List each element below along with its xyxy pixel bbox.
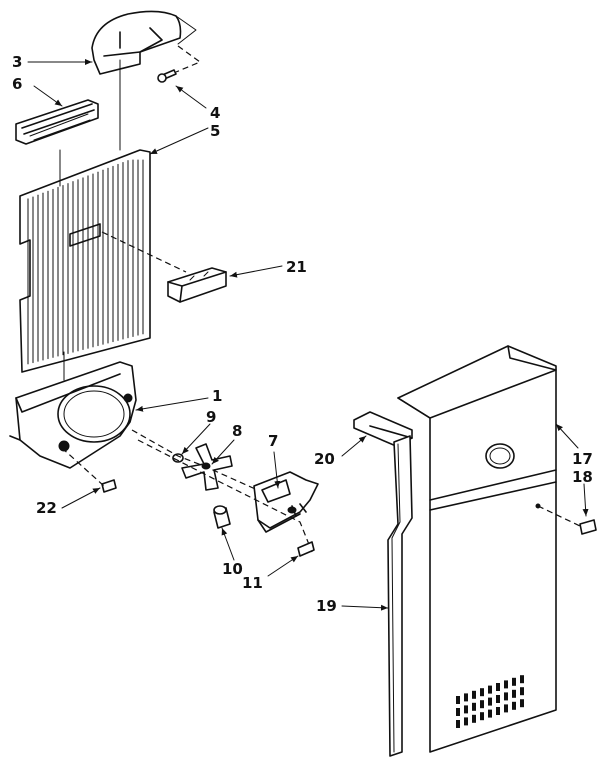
vent-slot [456,696,460,704]
vent-slot [480,712,484,721]
vent-slot [464,717,468,726]
part-20-seal [353,411,413,447]
callout-4: 4 [210,104,220,122]
part-22-screw [101,479,117,493]
vent-slot [496,683,500,691]
part-21-bracket [167,267,227,303]
vent-slot [520,699,524,708]
vent-slot [512,689,516,698]
leader-lines [27,59,589,611]
part-19-side-channel [387,435,413,757]
part-6-air-deflector [15,99,99,145]
callout-8: 8 [232,422,242,440]
vent-slot [456,720,460,728]
callout-6: 6 [12,75,22,93]
vent-slot [464,693,468,702]
callout-22: 22 [36,499,57,517]
vent-slot [488,697,492,706]
vent-slot [504,692,508,701]
vent-slot [520,687,524,696]
vent-slot [472,702,476,711]
callout-3: 3 [12,53,22,71]
part-4-screw [157,69,177,83]
callout-9: 9 [206,408,216,426]
part-10-grommet [213,505,231,529]
vent-slot [504,704,508,713]
part-7-fan-motor [253,471,319,533]
callout-20: 20 [314,450,335,468]
callout-1: 1 [212,387,222,405]
callout-7: 7 [268,432,278,450]
vent-slot [512,677,516,686]
callout-19: 19 [316,597,337,615]
part-5-evaporator-cover [19,149,151,373]
vent-slot [480,700,484,709]
vent-slot [504,680,508,689]
callout-21: 21 [286,258,307,276]
part-11-screw [297,541,315,557]
callout-17: 17 [572,450,593,468]
callout-18: 18 [572,468,593,486]
vent-slot [472,690,476,699]
vent-slot [464,705,468,714]
panel-vents [456,675,524,728]
panel-ribs [27,159,144,365]
callout-5: 5 [210,122,220,140]
vent-slot [472,714,476,723]
vent-slot [496,707,500,715]
vent-slot [488,709,492,718]
callout-10: 10 [222,560,243,578]
part-18-screw [579,519,597,535]
vent-slot [512,701,516,710]
part-1-fan-housing [9,361,137,469]
vent-slot [456,708,460,716]
vent-slot [488,685,492,694]
vent-slot [520,675,524,684]
part-17-rear-panel [397,345,557,753]
callout-11: 11 [242,574,263,592]
vent-slot [496,695,500,703]
part-3-duct-cover [91,10,197,75]
part-9-nut [172,453,184,463]
vent-slot [480,688,484,697]
